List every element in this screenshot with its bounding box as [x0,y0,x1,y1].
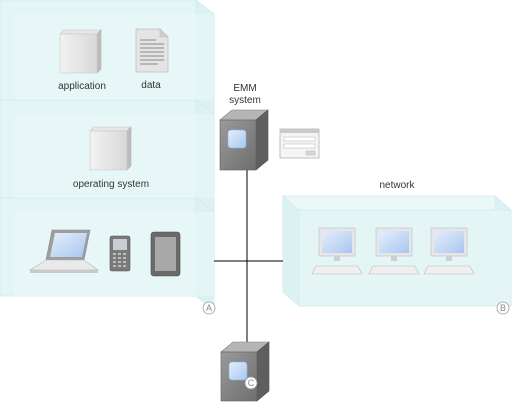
badge-c: C [244,376,258,390]
document-icon [135,28,169,73]
desktop-computer-icon [423,227,475,275]
svg-text:B: B [500,303,506,313]
operating-system-cube-icon [89,126,132,171]
desktop-computer-icon [368,227,420,275]
desktop-computer-icon [311,227,363,275]
svg-text:A: A [206,303,212,313]
data-label: data [141,80,161,91]
connection-lines [214,168,283,348]
operating-system-label: operating system [73,179,149,190]
laptop-icon [28,229,99,273]
tablet-icon [150,231,181,277]
badge-a: A [202,301,216,315]
emm-system-label-line1: EMM [233,83,256,94]
emm-system-label-line2: system [229,95,261,106]
bottom-server-icon [220,341,270,402]
badge-b: B [496,301,510,315]
application-cube-icon [59,29,102,74]
phone-icon [109,235,131,272]
application-label: application [58,81,106,92]
svg-text:C: C [248,378,255,388]
window-icon [279,128,320,159]
emm-server-icon [219,109,269,171]
network-label: network [379,180,415,191]
